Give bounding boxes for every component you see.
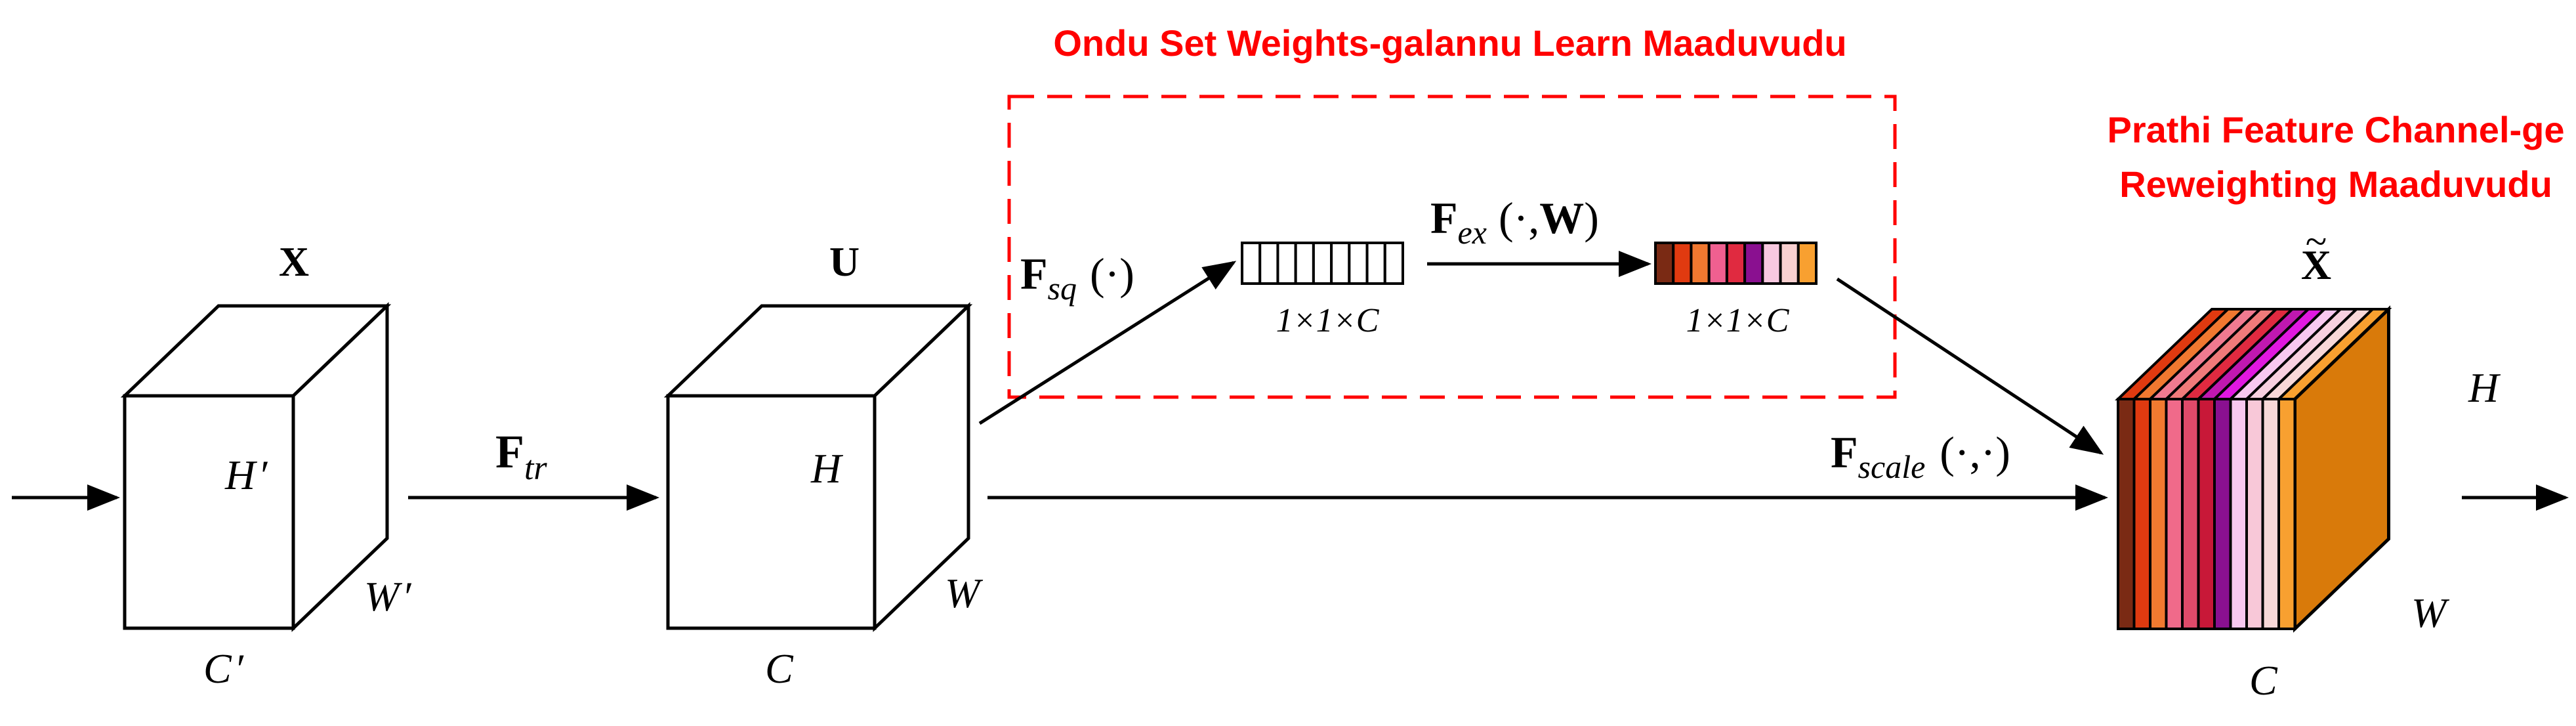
excited-vector-cell [1779, 242, 1800, 285]
input-height-label: H′ [224, 452, 270, 498]
squeezed-vector-cell [1383, 242, 1405, 285]
excite-op-label: Fex(·,W) [1430, 193, 1599, 251]
excited-vector-cell [1707, 242, 1728, 285]
output-front-slice [2197, 398, 2216, 630]
squeeze-op-label: Fsq(·) [1020, 249, 1134, 307]
squeezed-vector [1241, 242, 1405, 285]
squeezed-vector-cell [1276, 242, 1297, 285]
transformed-tensor-name: U [829, 238, 860, 285]
output-front-slice [2181, 398, 2200, 630]
excited-vector [1654, 242, 1818, 285]
squeezed-vector-cell [1312, 242, 1333, 285]
squeezed-vector-cell [1241, 242, 1262, 285]
squeezed-vector-cell [1348, 242, 1369, 285]
output-front-slice [2261, 398, 2280, 630]
output-front-slice [2149, 398, 2168, 630]
squeezed-vector-cell [1294, 242, 1315, 285]
transformed-channels-label: C [765, 645, 794, 692]
output-width-label: W [2411, 589, 2450, 636]
scale-op-label: Fscale(·,·) [1831, 427, 2010, 485]
excited-vector-cell [1672, 242, 1693, 285]
output-height-label: H [2468, 364, 2501, 411]
learn-weights-heading: Ondu Set Weights-galannu Learn Maaduvudu [1053, 22, 1846, 64]
squeezed-vector-dims: 1×1×C [1276, 302, 1380, 339]
output-front-slice [2213, 398, 2232, 630]
output-front-slice [2117, 398, 2136, 630]
excited-vector-cell [1725, 242, 1747, 285]
output-front-slice [2132, 398, 2151, 630]
output-channels-label: C [2249, 657, 2278, 704]
output-tensor-cube [2115, 305, 2392, 633]
output-front-slice [2277, 398, 2296, 630]
squeezed-vector-cell [1365, 242, 1386, 285]
input-tensor-name: X [279, 238, 309, 285]
reweight-heading-line2: Reweighting Maaduvudu [2119, 163, 2552, 205]
excited-vector-cell [1743, 242, 1764, 285]
excited-vector-cell [1761, 242, 1782, 285]
squeezed-vector-cell [1258, 242, 1279, 285]
transform-op-label: Ftr [495, 425, 547, 487]
weights-to-output-arrow [1836, 277, 2104, 455]
transformed-height-label: H [810, 445, 844, 492]
transformed-tensor-cube [663, 302, 973, 632]
transformed-width-label: W [945, 570, 984, 616]
output-front-slice [2165, 398, 2184, 630]
excited-vector-cell [1690, 242, 1711, 285]
excited-vector-dims: 1×1×C [1686, 302, 1790, 339]
learn-weights-region [1007, 95, 1897, 399]
input-channels-label: C′ [203, 645, 246, 692]
squeezed-vector-cell [1330, 242, 1351, 285]
output-front-slice [2245, 398, 2264, 630]
output-front-slice [2229, 398, 2248, 630]
squeeze-arrow [978, 261, 1237, 425]
input-tensor-cube [120, 302, 392, 632]
output-tensor-tilde: ~ [2306, 220, 2327, 263]
output-tensor-name: X [2301, 242, 2331, 288]
input-width-label: W′ [364, 573, 413, 620]
excited-vector-cell [1797, 242, 1818, 285]
excited-vector-cell [1654, 242, 1675, 285]
reweight-heading-line1: Prathi Feature Channel-ge [2107, 109, 2564, 150]
